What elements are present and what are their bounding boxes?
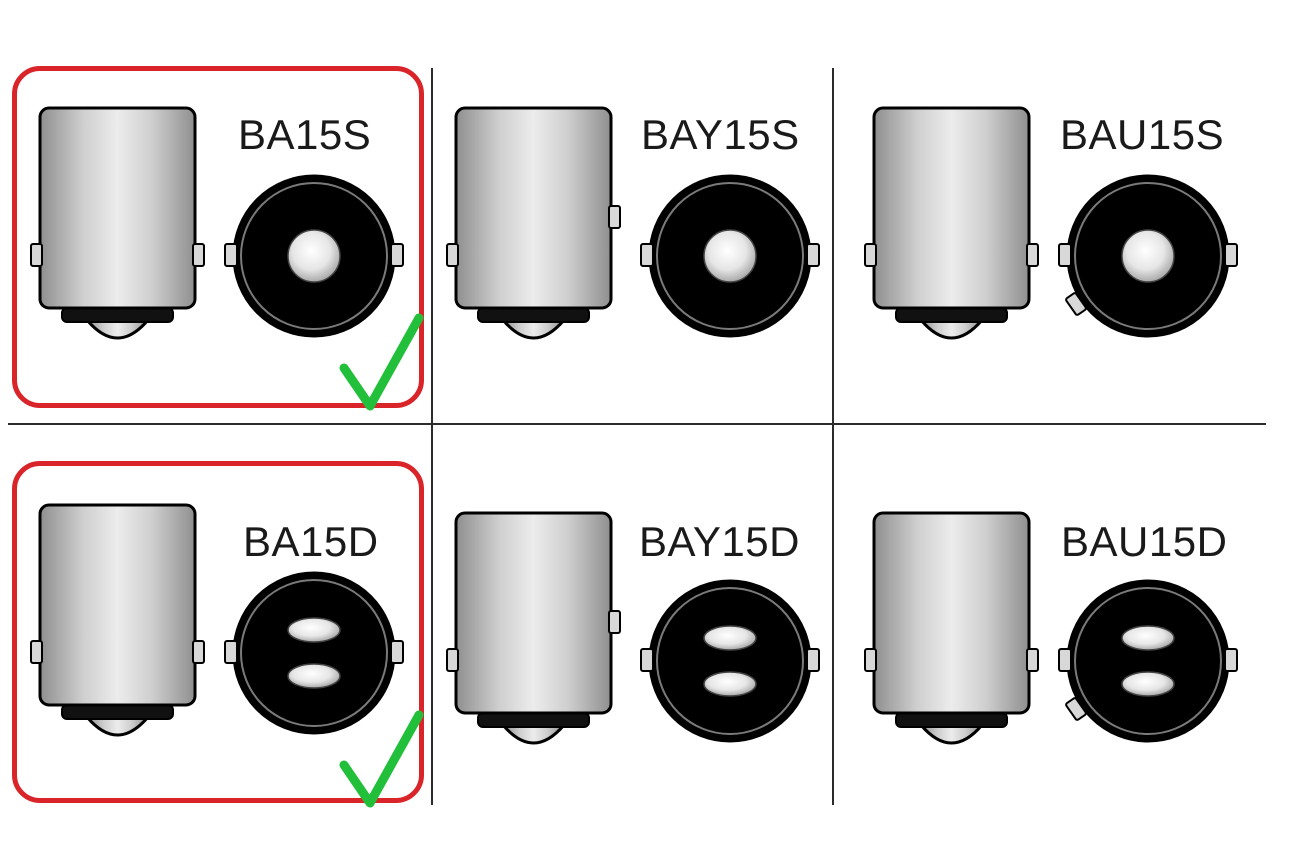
lug-right xyxy=(1026,243,1039,267)
lug-nub-left xyxy=(224,640,238,664)
label-bay15s: BAY15S xyxy=(641,111,800,158)
contact-upper xyxy=(1121,625,1175,651)
metal-sleeve xyxy=(454,106,613,310)
insulator-disc xyxy=(477,307,590,323)
lug-nub-right xyxy=(390,640,404,664)
label-bay15d: BAY15D xyxy=(639,518,800,565)
bay15d-base-illustration xyxy=(446,511,820,745)
center-contact xyxy=(703,229,757,283)
bottom-view xyxy=(224,571,404,735)
label-ba15d: BA15D xyxy=(243,518,379,565)
metal-sleeve xyxy=(454,511,613,715)
grid-divider-horizontal xyxy=(8,423,1266,425)
highlight-box-ba15s xyxy=(12,66,424,408)
label-bau15d: BAU15D xyxy=(1061,518,1228,565)
side-view xyxy=(864,106,1039,340)
contact-upper xyxy=(703,625,757,651)
lug-nub-right xyxy=(806,243,820,267)
bottom-view xyxy=(1058,579,1238,743)
lug-right xyxy=(608,610,621,634)
lug-nub-left xyxy=(640,243,654,267)
insulator-disc xyxy=(61,307,174,323)
highlight-box-ba15d xyxy=(12,461,424,803)
rim-ring xyxy=(240,579,388,727)
metal-sleeve xyxy=(38,106,197,310)
lug-nub-left xyxy=(1058,648,1072,672)
lug-nub-right xyxy=(1224,648,1238,672)
metal-sleeve xyxy=(872,106,1031,310)
contact-lower xyxy=(287,663,341,689)
lug-right xyxy=(192,640,205,664)
side-view xyxy=(864,511,1039,745)
lug-nub-right xyxy=(390,243,404,267)
lug-left xyxy=(30,243,43,267)
bottom-view xyxy=(640,579,820,743)
lug-nub-angled xyxy=(1065,697,1087,721)
ba15d-base-illustration xyxy=(30,503,424,808)
contact-upper xyxy=(287,617,341,643)
insulator-disc xyxy=(61,704,174,720)
insulator-disc xyxy=(895,307,1008,323)
lug-nub-left xyxy=(224,243,238,267)
lug-left xyxy=(864,243,877,267)
lug-left xyxy=(446,648,459,672)
rim-ring xyxy=(1074,587,1222,735)
lug-right xyxy=(192,243,205,267)
insulator-disc xyxy=(477,712,590,728)
side-view xyxy=(30,503,205,737)
label-bau15s: BAU15S xyxy=(1060,111,1225,158)
lug-nub-left xyxy=(1058,243,1072,267)
center-contact xyxy=(287,229,341,283)
metal-sleeve xyxy=(872,511,1031,715)
lug-left xyxy=(30,640,43,664)
lug-nub-angled xyxy=(1065,292,1087,316)
rim-ring xyxy=(240,182,388,330)
bay15s-base-illustration xyxy=(446,106,820,340)
metal-sleeve xyxy=(38,503,197,707)
checkmark-icon xyxy=(339,710,424,808)
grid-divider-vertical-1 xyxy=(431,68,433,805)
grid-divider-vertical-2 xyxy=(832,68,834,805)
lug-nub-right xyxy=(806,648,820,672)
bau15s-base-illustration xyxy=(864,106,1238,340)
base-circle xyxy=(232,571,396,735)
contact-lower xyxy=(1121,671,1175,697)
rim-ring xyxy=(1074,182,1222,330)
insulator-disc xyxy=(895,712,1008,728)
lug-left xyxy=(446,243,459,267)
center-contact xyxy=(1121,229,1175,283)
side-view xyxy=(446,511,621,745)
bottom-view xyxy=(1058,174,1238,338)
lug-right xyxy=(1026,648,1039,672)
bottom-view xyxy=(224,174,404,338)
side-view xyxy=(30,106,205,340)
ba15s-base-illustration xyxy=(30,106,424,411)
bau15d-base-illustration xyxy=(864,511,1238,745)
lug-right xyxy=(608,205,621,229)
lug-nub-left xyxy=(640,648,654,672)
label-ba15s: BA15S xyxy=(238,111,372,158)
lug-nub-right xyxy=(1224,243,1238,267)
bottom-view xyxy=(640,174,820,338)
lug-left xyxy=(864,648,877,672)
rim-ring xyxy=(656,182,804,330)
contact-lower xyxy=(703,671,757,697)
rim-ring xyxy=(656,587,804,735)
checkmark-icon xyxy=(339,313,424,411)
base-circle xyxy=(1066,579,1230,743)
side-view xyxy=(446,106,621,340)
base-circle xyxy=(648,579,812,743)
